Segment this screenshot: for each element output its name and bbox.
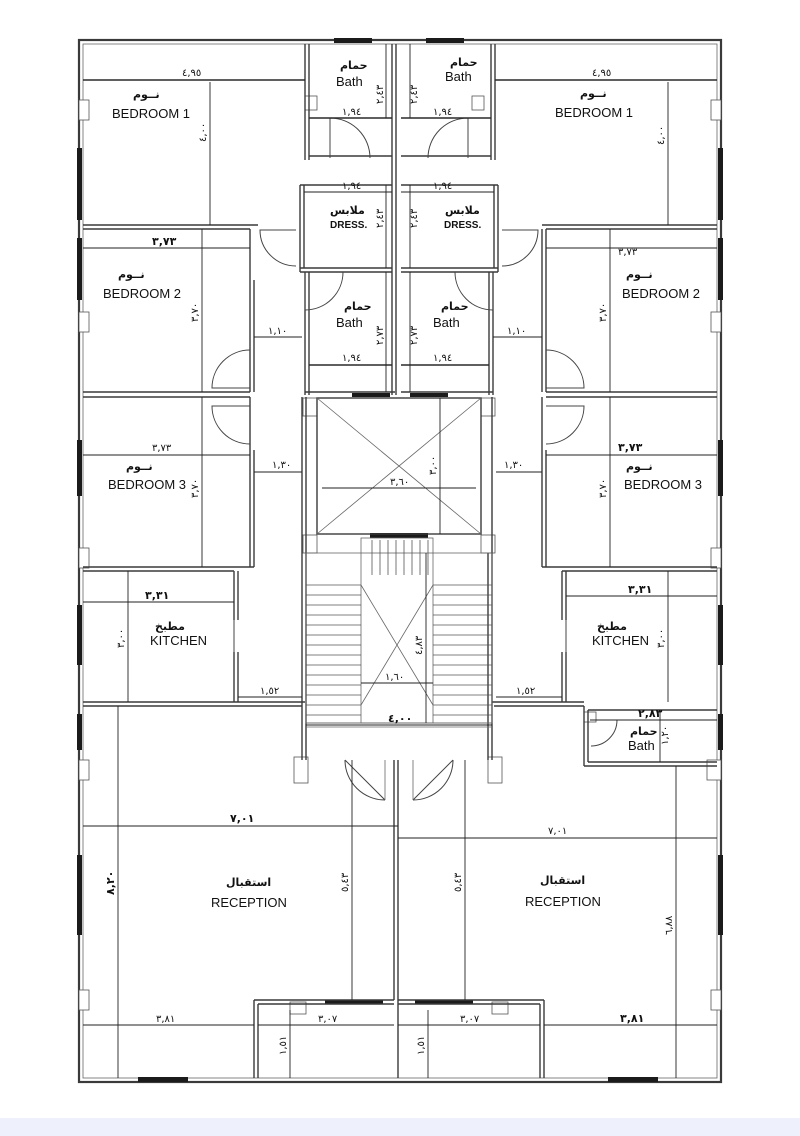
- bedroom2-right-ar: نــوم: [626, 268, 653, 281]
- windows: [77, 38, 723, 1082]
- dim-bal-r-w: ٣,٨١: [620, 1012, 644, 1025]
- dim-bath1l-w: ١,٩٤: [342, 107, 361, 118]
- dim-b1r-h: ٤,٠٠: [656, 126, 667, 145]
- kitchen-right-ar: مطبخ: [597, 620, 627, 633]
- dress-right-label: DRESS.: [444, 220, 481, 231]
- dim-bath1r-w: ١,٩٤: [433, 107, 452, 118]
- dim-rec-l-h: ٨,٢٠: [104, 871, 117, 895]
- outer-walls: [77, 38, 723, 1084]
- dim-bath2l-h: ٢,٧٣: [375, 325, 386, 345]
- dress-left-ar: ملابس: [330, 204, 365, 217]
- reception-left-ar: استقبال: [226, 876, 271, 889]
- dim-dressl-h: ٢,٤٣: [375, 208, 386, 228]
- bedroom3-left-label: BEDROOM 3: [108, 477, 186, 492]
- kitchen-left-ar: مطبخ: [155, 620, 185, 633]
- dim-b1l-w: ٤,٩٥: [182, 68, 201, 79]
- bath3-right-label: Bath: [628, 738, 655, 753]
- dim-kit-l-h: ٣,٠٠: [116, 629, 127, 648]
- bedroom3-right-ar: نــوم: [626, 460, 653, 473]
- dim-bal-l-w: ٣,٨١: [156, 1014, 175, 1025]
- bath1-left-ar: حمام: [340, 59, 368, 72]
- page-footer-band: [0, 1118, 800, 1136]
- dim-b3l-h: ٣,٧٠: [190, 479, 201, 498]
- bedroom2-left-ar: نــوم: [118, 268, 145, 281]
- dim-bath2l-w: ١,٩٤: [342, 353, 361, 364]
- stair-steps: [306, 540, 492, 716]
- bedroom2-right-label: BEDROOM 2: [622, 286, 700, 301]
- dim-corr2-l: ١,٣٠: [272, 460, 291, 471]
- dim-corr-r: ١,١٠: [507, 326, 526, 337]
- dim-bal-r-h: ١,٥١: [416, 1036, 427, 1055]
- dim-rec-mid-l: ٥,٤٣: [340, 872, 351, 892]
- bedroom1-left-ar: نــوم: [133, 88, 160, 101]
- dress-left-label: DRESS.: [330, 220, 367, 231]
- dim-rec-l-w: ٧,٠١: [230, 812, 254, 825]
- left-unit-walls: [83, 44, 399, 1078]
- bedroom3-left-ar: نــوم: [126, 460, 153, 473]
- dim-bath1l-h: ٢,٤٣: [375, 84, 386, 104]
- dim-lift-h: ٣,٠٠: [428, 456, 439, 475]
- bedroom1-right-label: BEDROOM 1: [555, 105, 633, 120]
- bath2-right-ar: حمام: [441, 300, 469, 313]
- staircase: [305, 537, 493, 728]
- dim-bath3r-w: ٢,٨٣: [638, 707, 663, 720]
- dim-b3l-w: ٣,٧٣: [152, 443, 172, 454]
- bedroom2-left-label: BEDROOM 2: [103, 286, 181, 301]
- dim-corr3-r: ١,٥٢: [516, 686, 535, 697]
- dim-bath1r-h: ٢,٤٣: [409, 84, 420, 104]
- dim-b2r-w: ٣,٧٣: [618, 247, 638, 258]
- dim-kit-l-w: ٣,٣١: [145, 589, 169, 602]
- dim-bath2r-w: ١,٩٤: [433, 353, 452, 364]
- bath1-right-ar: حمام: [450, 56, 478, 69]
- bath1-right-label: Bath: [445, 69, 472, 84]
- dim-bal-l-h: ١,٥١: [278, 1036, 289, 1055]
- dim-lift-w: ٣,٦٠: [390, 477, 409, 488]
- dim-rec-r-w: ٧,٠١: [548, 826, 567, 837]
- dim-dressr-h: ٢,٤٣: [409, 208, 420, 228]
- reception-right-ar: استقبال: [540, 874, 585, 887]
- dim-dressr-w: ١,٩٤: [433, 181, 452, 192]
- dim-rec-r-h: ٦,٨٨: [664, 915, 675, 935]
- dim-b2r-h: ٣,٧٠: [598, 303, 609, 322]
- dim-b3r-w: ٣,٧٣: [618, 441, 643, 454]
- bedroom3-right-label: BEDROOM 3: [624, 477, 702, 492]
- bath2-right-label: Bath: [433, 315, 460, 330]
- dimension-texts: ٤,٩٥ ٤,٠٠ ٤,٩٥ ٤,٠٠ ١,٩٤ ٢,٤٣ ١,٩٤ ٢,٤٣ …: [104, 68, 675, 1055]
- reception-right-label: RECEPTION: [525, 894, 601, 909]
- dim-b1l-h: ٤,٠٠: [198, 123, 209, 142]
- kitchen-right-label: KITCHEN: [592, 633, 649, 648]
- dim-b3r-h: ٣,٧٠: [598, 479, 609, 498]
- kitchen-left-label: KITCHEN: [150, 633, 207, 648]
- dimension-lines: [83, 44, 717, 1078]
- dim-kit-r-w: ٣,٣١: [628, 583, 652, 596]
- bath3-right-ar: حمام: [630, 725, 658, 738]
- dim-stair-total: ٤,٠٠: [388, 712, 412, 725]
- dim-dressl-w: ١,٩٤: [342, 181, 361, 192]
- dim-kit-r-h: ٣,٠٠: [656, 629, 667, 648]
- dim-rec-mid-r: ٥,٤٣: [453, 872, 464, 892]
- bath2-left-ar: حمام: [344, 300, 372, 313]
- bath2-left-label: Bath: [336, 315, 363, 330]
- lift-shaft: [316, 397, 482, 535]
- dim-stair-h: ٤,٨٣: [414, 635, 425, 655]
- columns: [78, 95, 722, 1015]
- bath1-left-label: Bath: [336, 74, 363, 89]
- dim-bal-r-c: ٣,٠٧: [460, 1014, 480, 1025]
- bedroom1-left-label: BEDROOM 1: [112, 106, 190, 121]
- dim-bath2r-h: ٢,٧٣: [409, 325, 420, 345]
- reception-left-label: RECEPTION: [211, 895, 287, 910]
- room-labels: نــوم BEDROOM 1 نــوم BEDROOM 1 حمام Bat…: [103, 56, 702, 910]
- dim-corr2-r: ١,٣٠: [504, 460, 523, 471]
- dim-bath3r-h: ١,٢٠: [660, 726, 671, 745]
- bedroom1-right-ar: نــوم: [580, 87, 607, 100]
- dim-corr3-l: ١,٥٢: [260, 686, 279, 697]
- dim-stair-w: ١,٦٠: [385, 672, 404, 683]
- dress-right-ar: ملابس: [445, 204, 480, 217]
- dim-b2l-w: ٣,٧٣: [152, 235, 177, 248]
- dim-b1r-w: ٤,٩٥: [592, 68, 611, 79]
- dim-corr-l: ١,١٠: [268, 326, 287, 337]
- dim-bal-l-c: ٣,٠٧: [318, 1014, 338, 1025]
- dim-b2l-h: ٣,٧٠: [190, 303, 201, 322]
